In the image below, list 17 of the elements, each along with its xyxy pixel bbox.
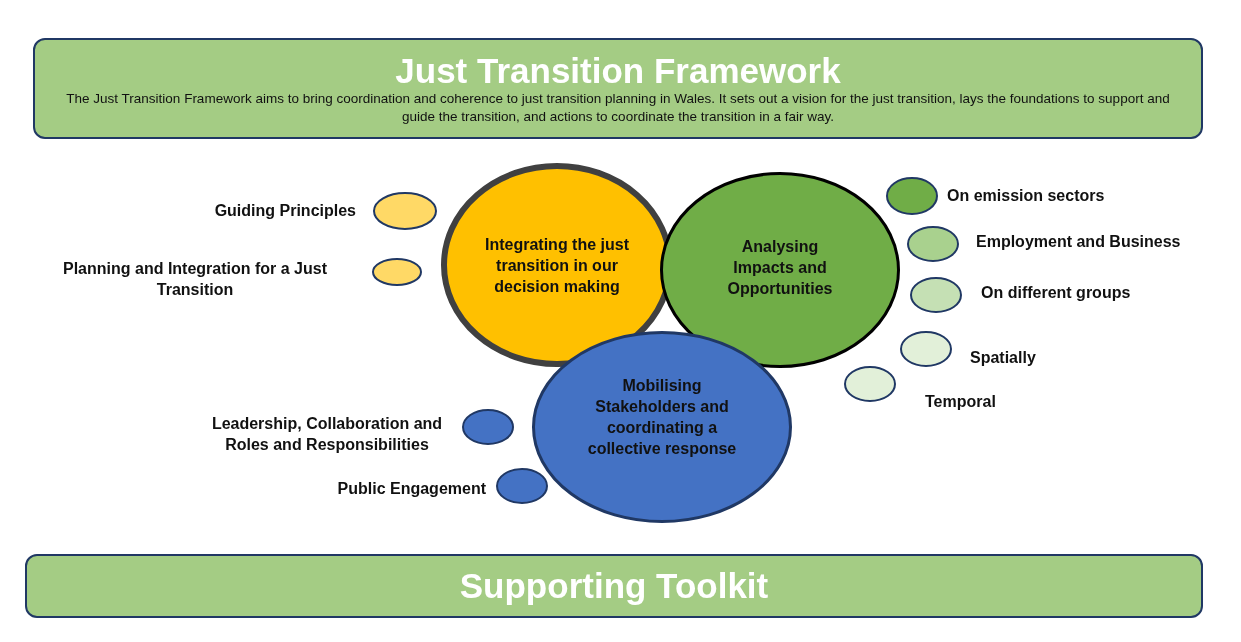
item-label: Leadership, Collaboration and Roles and Responsibilities bbox=[210, 414, 444, 455]
banner-box bbox=[25, 554, 1203, 618]
description-text: The Just Transition Framework aims to bring coordination and coherence to just transition planning in Wales. It sets out a vision for the just transition, lays the foundations to support and guide the transition, and actions to coordinate the transition in a fair way. bbox=[65, 90, 1171, 126]
item-label: Public Engagement bbox=[336, 479, 486, 499]
banner-heading: Supporting Toolkit bbox=[459, 566, 769, 606]
item-label: Guiding Principles bbox=[213, 201, 356, 221]
item-label: On different groups bbox=[981, 283, 1132, 303]
banner-heading: Just Transition Framework bbox=[395, 51, 841, 91]
item-label: Planning and Integration for a Just Transition bbox=[62, 259, 328, 300]
circle-label: Analysing Impacts and Opportunities bbox=[726, 236, 834, 299]
item-label: Temporal bbox=[925, 392, 997, 412]
item-label: Employment and Business bbox=[976, 232, 1182, 252]
circle-label: Integrating the just transition in our decision making bbox=[484, 234, 630, 297]
item-label: On emission sectors bbox=[947, 186, 1106, 206]
circle-label: Mobilising Stakeholders and coordinating a collective response bbox=[586, 376, 738, 459]
item-label: Spatially bbox=[970, 348, 1037, 368]
banner-box bbox=[33, 38, 1203, 139]
